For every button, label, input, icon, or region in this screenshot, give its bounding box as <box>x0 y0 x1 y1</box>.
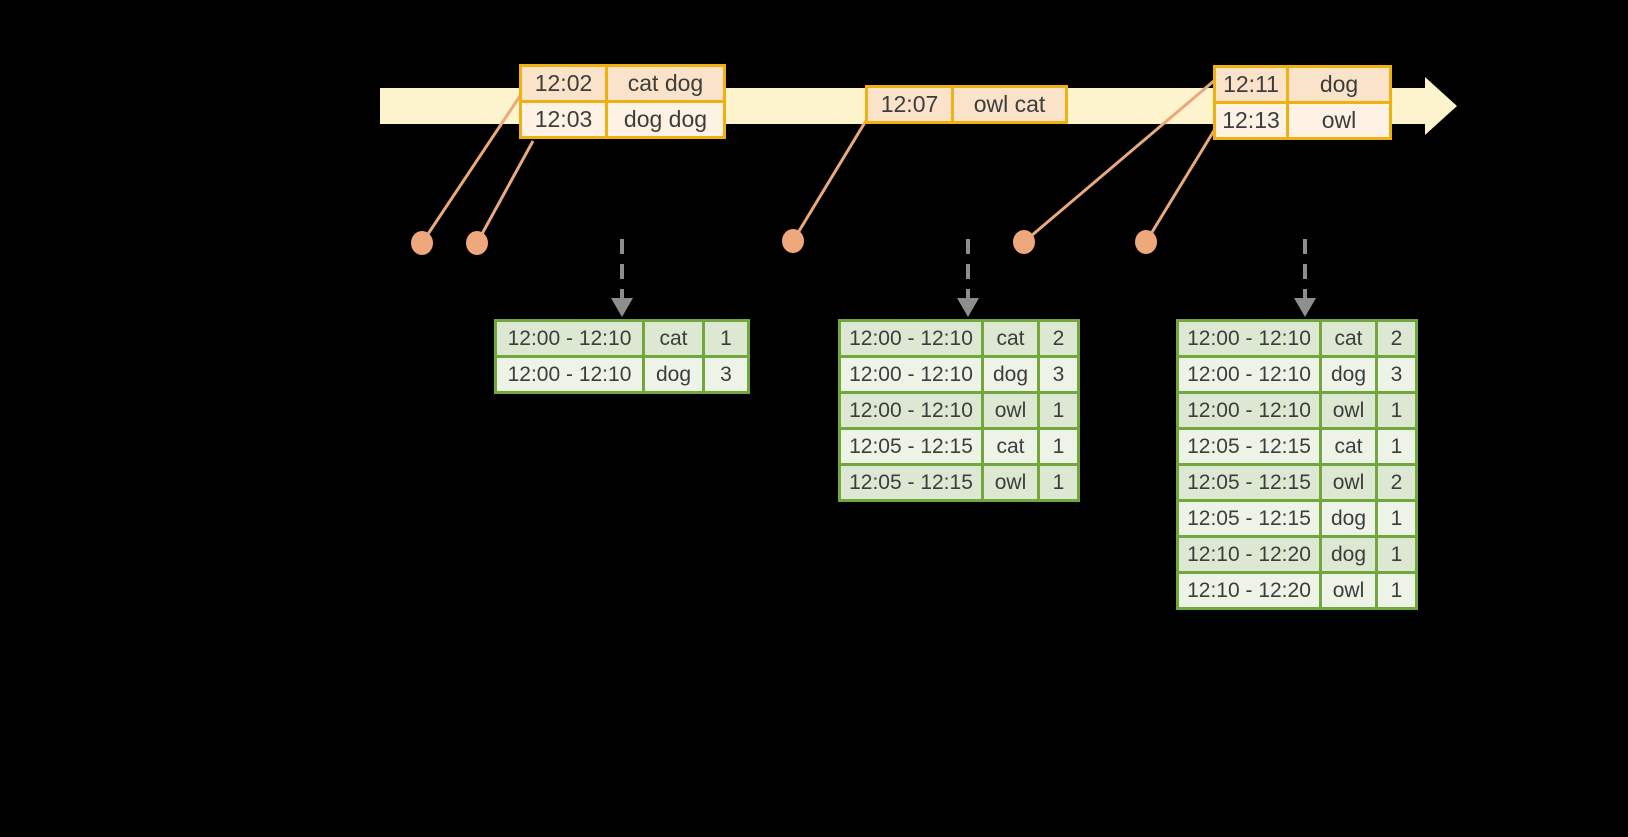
count-cell: 3 <box>1375 355 1418 394</box>
event-words-cell: owl <box>1286 101 1392 140</box>
result-table-3: 12:00 - 12:10 cat 2 12:00 - 12:10 dog 3 … <box>1176 319 1418 610</box>
result-row: 12:05 - 12:15 owl 1 <box>838 463 1080 502</box>
count-cell: 2 <box>1037 319 1080 358</box>
result-row: 12:05 - 12:15 cat 1 <box>838 427 1080 466</box>
word-cell: owl <box>1319 571 1378 610</box>
trigger-arrow-3-head <box>1294 298 1316 317</box>
count-cell: 2 <box>1375 319 1418 358</box>
window-cell: 12:00 - 12:10 <box>1176 391 1322 430</box>
result-row: 12:00 - 12:10 cat 1 <box>494 319 750 358</box>
word-cell: cat <box>981 427 1040 466</box>
event-time-cell: 12:13 <box>1213 101 1289 140</box>
word-cell: dog <box>642 355 705 394</box>
result-row: 12:00 - 12:10 dog 3 <box>1176 355 1418 394</box>
window-cell: 12:00 - 12:10 <box>494 355 645 394</box>
event-time-cell: 12:11 <box>1213 65 1289 104</box>
count-cell: 3 <box>702 355 750 394</box>
count-cell: 1 <box>1375 499 1418 538</box>
event-dot-3 <box>782 229 804 253</box>
result-row: 12:10 - 12:20 owl 1 <box>1176 571 1418 610</box>
trigger-arrow-1 <box>611 239 633 317</box>
event-table-3-row-1: 12:11 dog <box>1213 65 1392 104</box>
result-row: 12:00 - 12:10 cat 2 <box>838 319 1080 358</box>
window-cell: 12:05 - 12:15 <box>838 427 984 466</box>
word-cell: owl <box>1319 391 1378 430</box>
trigger-arrow-2 <box>957 239 979 317</box>
result-row: 12:05 - 12:15 cat 1 <box>1176 427 1418 466</box>
window-cell: 12:00 - 12:10 <box>838 355 984 394</box>
trigger-arrow-3 <box>1294 239 1316 317</box>
window-cell: 12:00 - 12:10 <box>838 319 984 358</box>
event-time-cell: 12:07 <box>865 85 954 124</box>
event-words-cell: cat dog <box>605 64 726 103</box>
count-cell: 1 <box>1037 463 1080 502</box>
result-row: 12:05 - 12:15 owl 2 <box>1176 463 1418 502</box>
word-cell: owl <box>981 463 1040 502</box>
event-dot-1 <box>411 231 433 255</box>
window-cell: 12:10 - 12:20 <box>1176 535 1322 574</box>
count-cell: 2 <box>1375 463 1418 502</box>
result-row: 12:05 - 12:15 dog 1 <box>1176 499 1418 538</box>
word-cell: dog <box>1319 355 1378 394</box>
event-table-1-row-2: 12:03 dog dog <box>519 100 726 139</box>
count-cell: 3 <box>1037 355 1080 394</box>
count-cell: 1 <box>1375 535 1418 574</box>
event-dot-4 <box>1013 230 1035 254</box>
result-row: 12:00 - 12:10 owl 1 <box>838 391 1080 430</box>
window-cell: 12:00 - 12:10 <box>494 319 645 358</box>
event-time-cell: 12:02 <box>519 64 608 103</box>
count-cell: 1 <box>1375 391 1418 430</box>
window-cell: 12:00 - 12:10 <box>1176 355 1322 394</box>
window-cell: 12:05 - 12:15 <box>1176 499 1322 538</box>
count-cell: 1 <box>1037 427 1080 466</box>
word-cell: cat <box>642 319 705 358</box>
event-table-3-row-2: 12:13 owl <box>1213 101 1392 140</box>
event-connector-line-3 <box>791 118 869 242</box>
trigger-arrow-2-head <box>957 298 979 317</box>
event-connector-line-1 <box>420 89 526 244</box>
event-words-cell: owl cat <box>951 85 1068 124</box>
event-time-cell: 12:03 <box>519 100 608 139</box>
count-cell: 1 <box>1375 427 1418 466</box>
word-cell: owl <box>981 391 1040 430</box>
event-table-2: 12:07 owl cat <box>865 85 1068 124</box>
window-cell: 12:05 - 12:15 <box>838 463 984 502</box>
count-cell: 1 <box>702 319 750 358</box>
result-row: 12:00 - 12:10 cat 2 <box>1176 319 1418 358</box>
word-cell: cat <box>1319 427 1378 466</box>
result-row: 12:00 - 12:10 owl 1 <box>1176 391 1418 430</box>
event-table-1: 12:02 cat dog 12:03 dog dog <box>519 64 726 139</box>
word-cell: dog <box>1319 499 1378 538</box>
event-connector-line-4 <box>1023 78 1216 244</box>
result-table-2: 12:00 - 12:10 cat 2 12:00 - 12:10 dog 3 … <box>838 319 1080 502</box>
event-dot-2 <box>466 231 488 255</box>
result-row: 12:00 - 12:10 dog 3 <box>838 355 1080 394</box>
result-table-1: 12:00 - 12:10 cat 1 12:00 - 12:10 dog 3 <box>494 319 750 394</box>
result-row: 12:00 - 12:10 dog 3 <box>494 355 750 394</box>
timeline-arrowhead <box>1425 77 1457 135</box>
result-row: 12:10 - 12:20 dog 1 <box>1176 535 1418 574</box>
window-cell: 12:10 - 12:20 <box>1176 571 1322 610</box>
word-cell: dog <box>1319 535 1378 574</box>
word-cell: cat <box>981 319 1040 358</box>
event-connector-line-5 <box>1144 128 1217 243</box>
window-cell: 12:00 - 12:10 <box>838 391 984 430</box>
event-words-cell: dog dog <box>605 100 726 139</box>
word-cell: dog <box>981 355 1040 394</box>
trigger-arrow-1-head <box>611 298 633 317</box>
word-cell: owl <box>1319 463 1378 502</box>
event-connector-line-2 <box>475 140 535 244</box>
count-cell: 1 <box>1037 391 1080 430</box>
event-words-cell: dog <box>1286 65 1392 104</box>
window-cell: 12:05 - 12:15 <box>1176 427 1322 466</box>
event-table-2-row-1: 12:07 owl cat <box>865 85 1068 124</box>
event-table-3: 12:11 dog 12:13 owl <box>1213 65 1392 140</box>
window-cell: 12:00 - 12:10 <box>1176 319 1322 358</box>
window-cell: 12:05 - 12:15 <box>1176 463 1322 502</box>
word-cell: cat <box>1319 319 1378 358</box>
event-table-1-row-1: 12:02 cat dog <box>519 64 726 103</box>
count-cell: 1 <box>1375 571 1418 610</box>
event-dot-5 <box>1135 230 1157 254</box>
